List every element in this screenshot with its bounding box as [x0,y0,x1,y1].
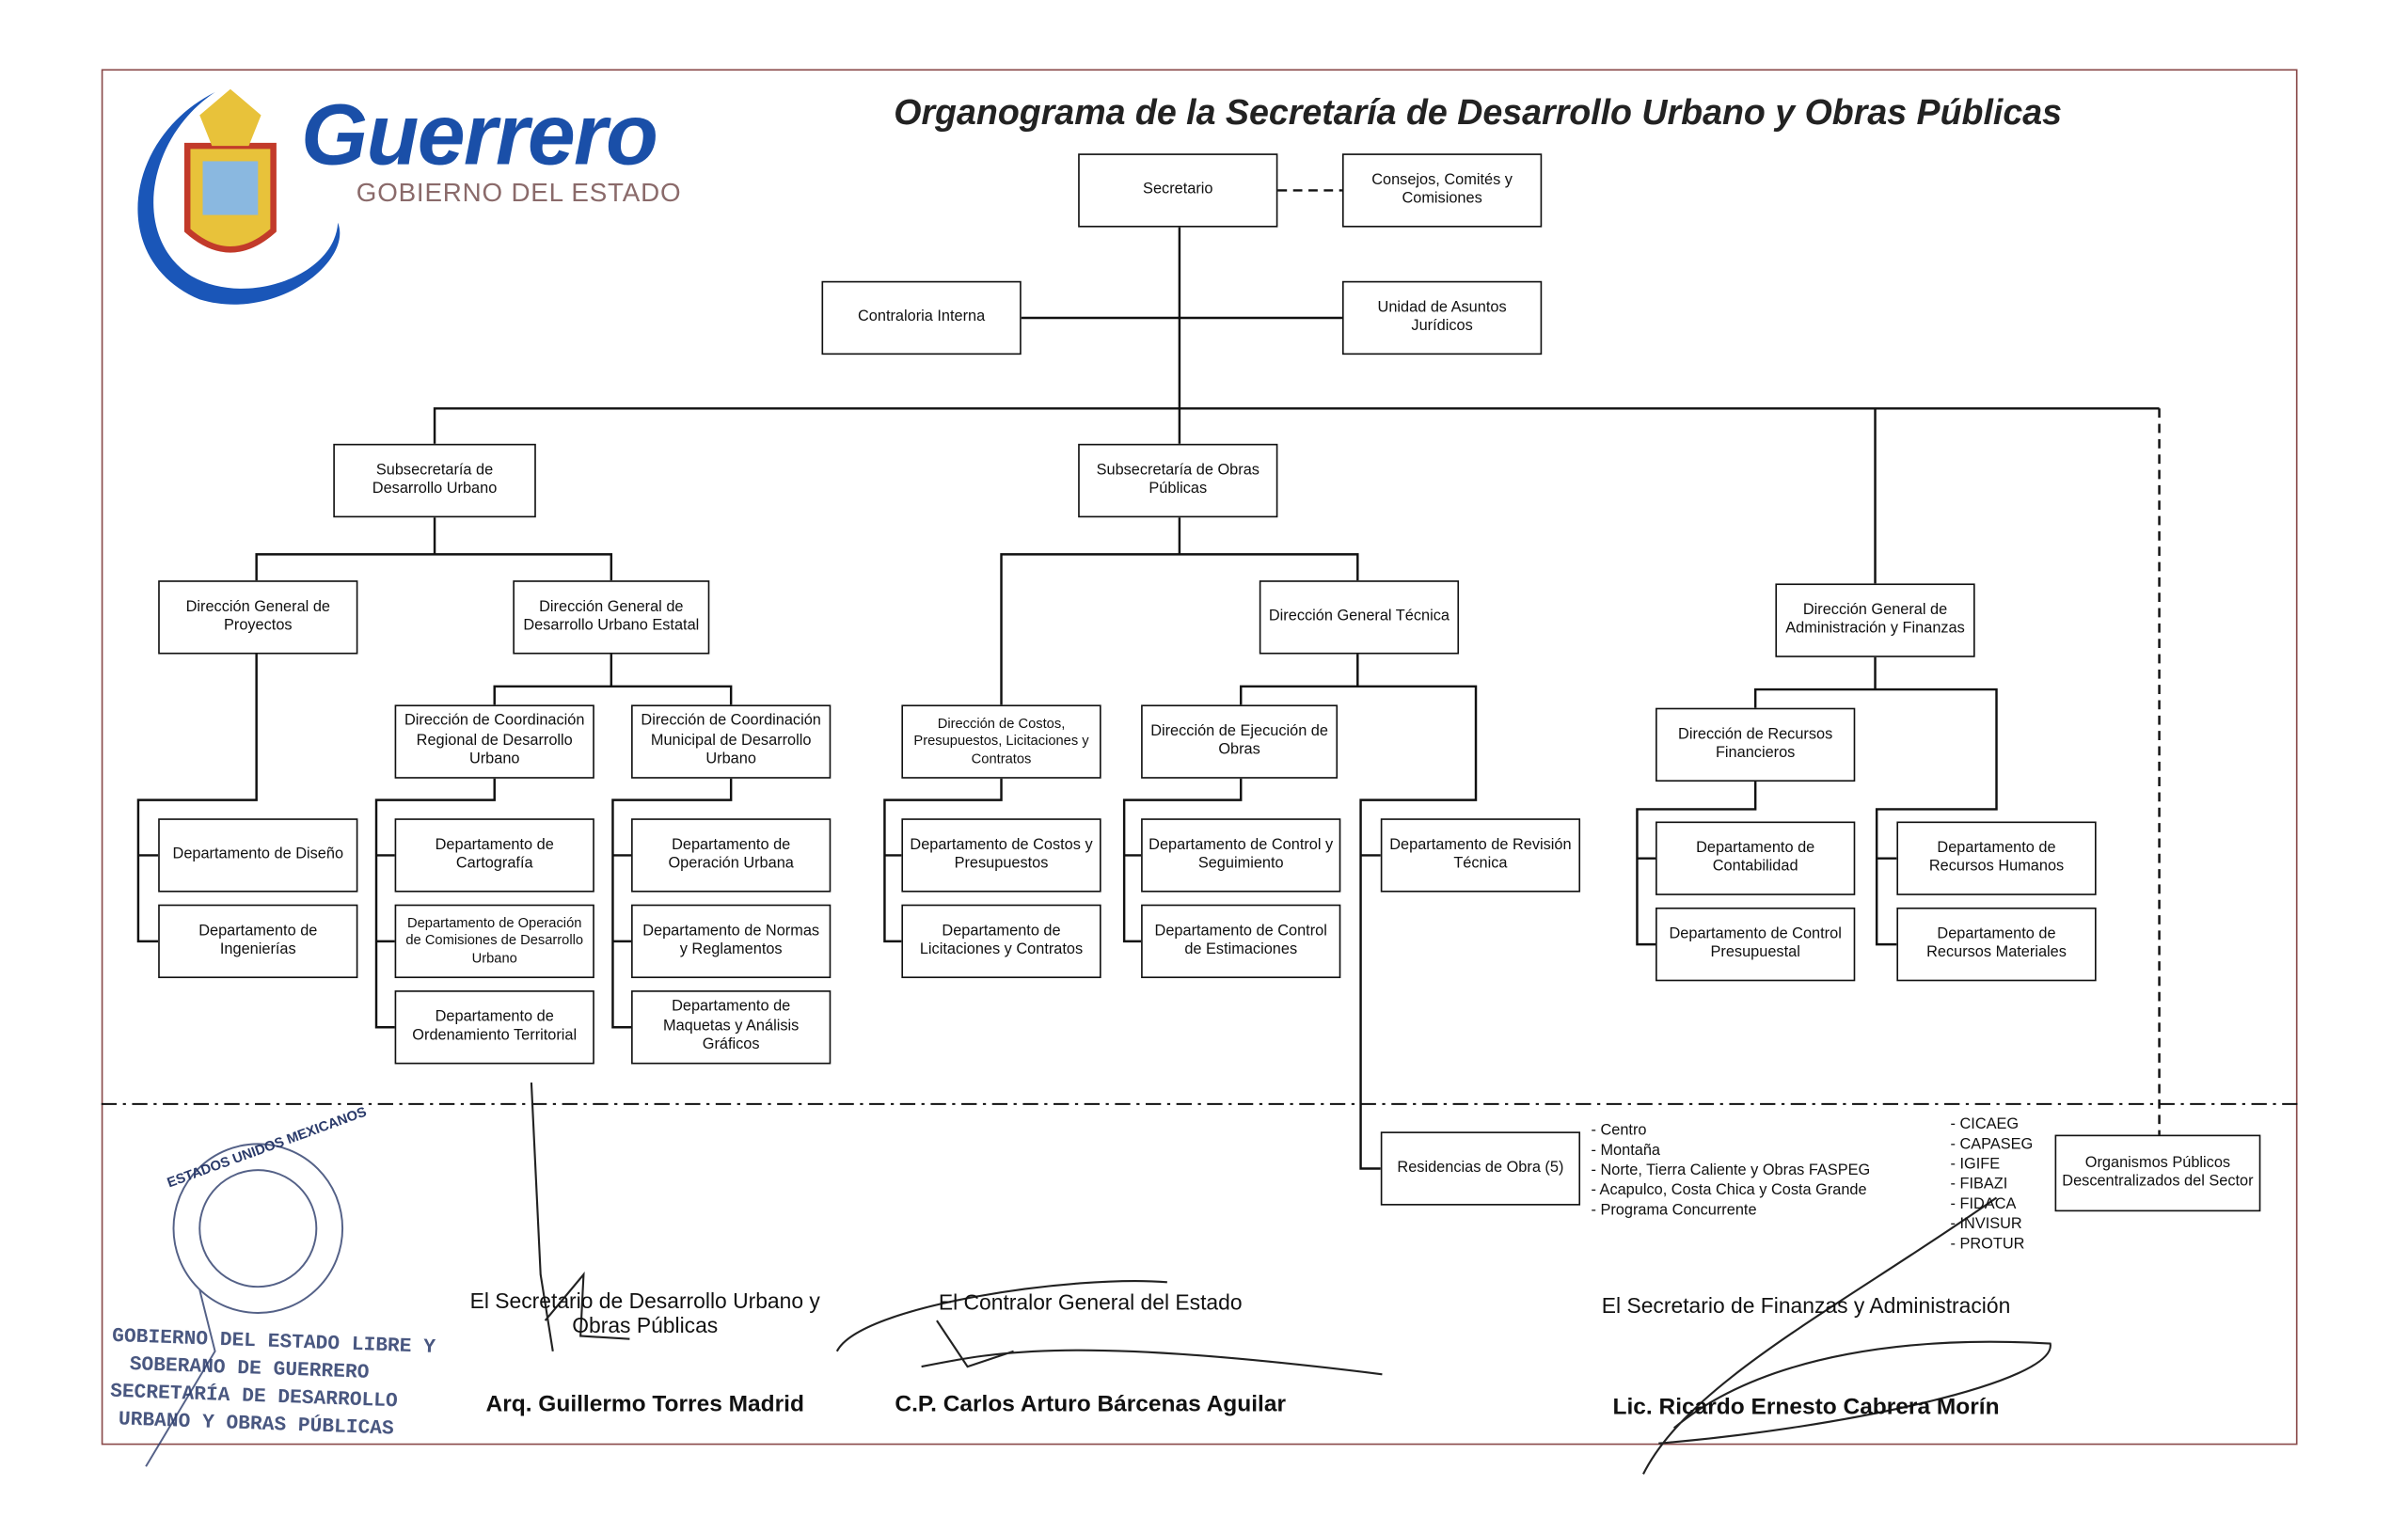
box-dep-cartografia: Departamento de Cartografía [394,818,594,893]
box-dep-recursos-materiales: Departamento de Recursos Materiales [1896,907,2097,982]
box-dg-proyectos: Dirección General de Proyectos [158,580,358,655]
signature-name-3: Lic. Ricardo Ernesto Cabrera Morín [1612,1394,2000,1421]
signature-role-2: El Contralor General del Estado [938,1289,1243,1315]
box-dep-op-urbana: Departamento de Operación Urbana [631,818,832,893]
list-item: - Centro [1591,1122,1647,1140]
box-dc-municipal: Dirección de Coordinación Municipal de D… [631,704,832,779]
signature-role-1: El Secretario de Desarrollo Urbano y Obr… [469,1288,820,1338]
list-item: - INVISUR [1950,1216,2022,1234]
box-subsecretaria-du: Subsecretaría de Desarrollo Urbano [333,443,536,518]
box-d-recursos-financieros: Dirección de Recursos Financieros [1656,707,1856,782]
logo-word: Guerrero [301,86,658,183]
box-subsecretaria-op: Subsecretaría de Obras Públicas [1078,443,1278,518]
signature-role-3: El Secretario de Finanzas y Administraci… [1601,1292,2011,1318]
box-dg-tecnica: Dirección General Técnica [1259,580,1460,655]
list-item: - CICAEG [1950,1115,2020,1133]
box-residencias: Residencias de Obra (5) [1380,1131,1581,1206]
guerrero-logo-icon [137,88,341,305]
list-item: - Programa Concurrente [1591,1202,1757,1220]
page-title: Organograma de la Secretaría de Desarrol… [894,91,2063,133]
list-item: - PROTUR [1950,1236,2025,1254]
list-item: - IGIFE [1950,1156,2001,1174]
box-dep-op-comisiones: Departamento de Operación de Comisiones … [394,904,594,979]
box-dep-control-presupuestal: Departamento de Control Presupuestal [1656,907,1856,982]
box-dep-maquetas: Departamento de Maquetas y Análisis Gráf… [631,990,832,1065]
page-frame [101,69,2298,1446]
signature-scribbles [530,1083,2052,1475]
box-dep-normas: Departamento de Normas y Reglamentos [631,904,832,979]
list-item: - Acapulco, Costa Chica y Costa Grande [1591,1182,1867,1200]
organismos-list: - CICAEG - CAPASEG - IGIFE - FIBAZI - FI… [1951,1114,2034,1255]
signature-name-2: C.P. Carlos Arturo Bárcenas Aguilar [895,1391,1287,1417]
box-d-ejecucion: Dirección de Ejecución de Obras [1141,704,1339,779]
list-item: - CAPASEG [1950,1136,2034,1154]
box-dep-ordenamiento: Departamento de Ordenamiento Territorial [394,990,594,1065]
box-contraloria: Contraloria Interna [821,280,1022,356]
list-item: - Norte, Tierra Caliente y Obras FASPEG [1591,1162,1871,1179]
logo-subtitle: GOBIERNO DEL ESTADO [356,178,682,208]
box-consejos: Consejos, Comités y Comisiones [1341,153,1543,228]
box-dep-ingenierias: Departamento de Ingenierías [158,904,358,979]
box-dg-admin: Dirección General de Administración y Fi… [1775,583,1975,657]
box-d-costos: Dirección de Costos, Presupuestos, Licit… [901,704,1101,779]
box-dep-revision-tecnica: Departamento de Revisión Técnica [1380,818,1581,893]
box-dep-costos-presupuestos: Departamento de Costos y Presupuestos [901,818,1101,893]
box-dc-regional: Dirección de Coordinación Regional de De… [394,704,594,779]
box-dg-du-estatal: Dirección General de Desarrollo Urbano E… [513,580,710,655]
box-dep-diseno: Departamento de Diseño [158,818,358,893]
box-dep-licitaciones: Departamento de Licitaciones y Contratos [901,904,1101,979]
official-stamp: GOBIERNO DEL ESTADO LIBRE Y SOBERANO DE … [109,1322,436,1444]
box-dep-contabilidad: Departamento de Contabilidad [1656,821,1856,895]
list-item: - FIBAZI [1950,1176,2008,1193]
box-dep-recursos-humanos: Departamento de Recursos Humanos [1896,821,2097,895]
list-item: - FIDACA [1950,1195,2017,1213]
box-dep-control-seguimiento: Departamento de Control y Seguimiento [1141,818,1341,893]
box-unidad-juridicos: Unidad de Asuntos Jurídicos [1341,280,1543,356]
box-organismos: Organismos Públicos Descentralizados del… [2054,1134,2261,1212]
residencias-list: - Centro - Montaña - Norte, Tierra Calie… [1591,1121,1870,1221]
box-dep-control-estimaciones: Departamento de Control de Estimaciones [1141,904,1341,979]
box-secretario: Secretario [1078,153,1278,228]
list-item: - Montaña [1591,1142,1660,1160]
signature-name-1: Arq. Guillermo Torres Madrid [485,1391,804,1417]
seal-stamp [145,1143,344,1467]
